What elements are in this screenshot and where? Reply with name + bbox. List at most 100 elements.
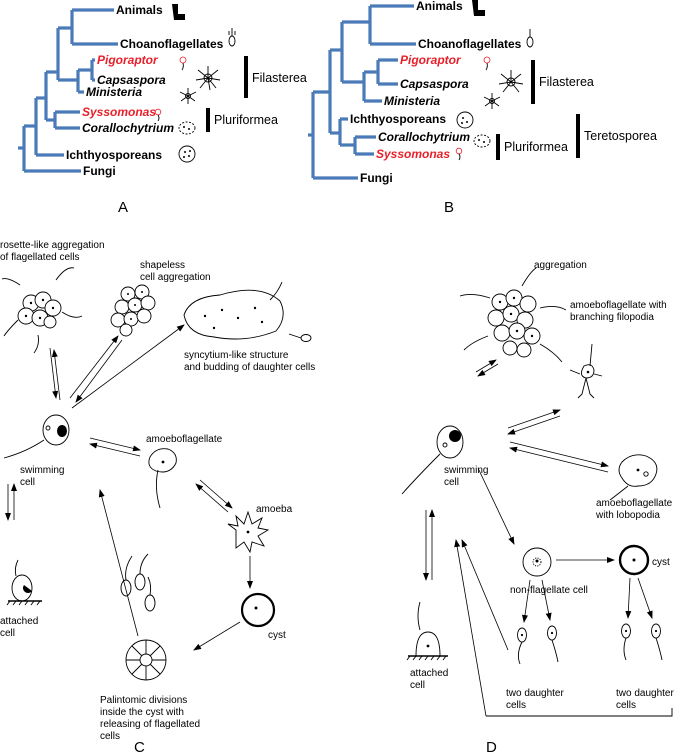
syncytium-label: and budding of daughter cells (184, 362, 315, 373)
attached-d-label: attached (410, 668, 448, 679)
rosette-aggregation-icon (1, 267, 83, 354)
cycle-c-arrows (5, 324, 253, 651)
attached-cell-d-icon (406, 601, 448, 661)
ministeria-icon (483, 93, 501, 109)
pluriformea-bracket (496, 134, 500, 160)
tree-b-branches (308, 4, 416, 180)
swimming-cell-icon (3, 414, 70, 459)
palintomic-cyst-icon (125, 639, 167, 681)
taxon-label: Syssomonas (82, 105, 156, 119)
taxon-label: Pigoraptor (400, 53, 462, 67)
group-label: Pluriformea (214, 113, 278, 127)
tree-b-icons (455, 0, 534, 161)
tree-a: Animals Choanoflagellates Pigoraptor Cap… (18, 3, 307, 216)
swimming-cell-d-icon (401, 425, 464, 495)
taxon-label: Syssomonas (376, 147, 450, 161)
tree-b: Animals Choanoflagellates Pigoraptor Cap… (308, 0, 657, 216)
taxon-label: Capsaspora (97, 73, 166, 87)
attached-d-label: cell (410, 680, 425, 691)
aggregation-label: aggregation (534, 260, 587, 271)
shapeless-label: shapeless (140, 260, 185, 271)
panel-label-a: A (118, 199, 128, 216)
branching-label: amoeboflagellate with (570, 300, 667, 311)
palintomic-label: cells (100, 731, 120, 742)
cycle-d-arrows (423, 359, 673, 717)
pigoraptor-icon (179, 56, 187, 71)
choanoflagellate-icon (228, 28, 236, 47)
group-label: Pluriformea (504, 140, 568, 154)
pluriformea-bracket (206, 108, 210, 132)
rosette-label: of flagellated cells (0, 252, 80, 263)
cyst-d-label: cyst (652, 557, 670, 568)
taxon-label: Capsaspora (400, 77, 469, 91)
teretosporea-bracket (576, 114, 580, 158)
capsaspora-icon (498, 70, 524, 93)
amoeba-label: amoeba (256, 504, 293, 515)
lobopodia-icon (609, 454, 658, 501)
life-cycle-c: rosette-like aggregation of flagellated … (0, 240, 315, 755)
taxon-label: Choanoflagellates (120, 37, 224, 51)
animal-icon (472, 0, 485, 16)
shapeless-aggregation-icon (110, 284, 156, 337)
aggregation-d-icon (459, 267, 567, 363)
syssomonas-icon (455, 147, 463, 161)
choanoflagellate-icon (526, 29, 534, 48)
panel-label-c: C (134, 739, 145, 755)
syncytium-icon (183, 281, 312, 342)
group-label: Filasterea (539, 75, 594, 89)
daughter-cells-2-icon (621, 623, 663, 661)
ministeria-icon (179, 88, 197, 104)
filasterea-bracket (531, 60, 535, 104)
shapeless-label: cell aggregation (140, 272, 211, 283)
rosette-label: rosette-like aggregation (0, 240, 105, 251)
taxon-label: Ministeria (384, 94, 440, 108)
palintomic-label: releasing of flagellated (100, 719, 200, 730)
tree-a-branches (18, 8, 118, 173)
amoeboflagellate-icon (148, 448, 177, 509)
taxon-label: Ichthyosporeans (350, 112, 446, 126)
attached-cell-c-icon (6, 559, 42, 606)
swimming-label: swimming (20, 465, 64, 476)
taxon-label: Animals (116, 3, 163, 17)
swimming-d-label: cell (444, 477, 459, 488)
palintomic-label: Palintomic divisions (100, 695, 187, 706)
taxon-label: Animals (416, 0, 463, 13)
amoeboflagellate-label: amoeboflagellate (146, 434, 223, 445)
daughter-cells-1-icon (517, 625, 559, 665)
filasterea-bracket (244, 56, 248, 98)
palintomic-label: inside the cyst with (100, 707, 184, 718)
ichthyosporean-icon (456, 111, 474, 129)
ichthyosporean-icon (178, 145, 196, 163)
tree-a-labels: Animals Choanoflagellates Pigoraptor Cap… (66, 3, 307, 178)
taxon-label: Choanoflagellates (418, 37, 522, 51)
attached-label: cell (0, 628, 15, 639)
taxon-label: Ministeria (86, 85, 142, 99)
daughters1-label: two daughter (506, 688, 564, 699)
group-label: Teretosporea (584, 129, 657, 143)
attached-label: attached (0, 616, 38, 627)
life-cycle-d: aggregation amoeboflagellate with branch… (401, 260, 674, 755)
branching-label: branching filopodia (570, 312, 654, 323)
cyst-label: cyst (268, 630, 286, 641)
cyst-d-icon (618, 544, 650, 576)
panel-label-d: D (486, 739, 497, 755)
swimming-label: cell (20, 477, 35, 488)
branching-filopodia-icon (569, 343, 603, 399)
capsaspora-icon (195, 66, 221, 91)
panel-label-b: B (444, 199, 454, 216)
nonflagellate-label: non-flagellate cell (510, 585, 588, 596)
taxon-label: Fungi (83, 164, 116, 178)
taxon-label: Corallochytrium (82, 121, 174, 135)
taxon-label: Corallochytrium (378, 130, 470, 144)
syssomonas-icon (154, 108, 162, 122)
pigoraptor-icon (483, 56, 491, 71)
flagellated-cells-icon (120, 553, 156, 612)
taxon-label: Fungi (360, 171, 393, 185)
tree-b-labels: Animals Choanoflagellates Pigoraptor Cap… (350, 0, 657, 185)
daughters2-label: two daughter (616, 688, 674, 699)
daughters2-label: cells (616, 700, 636, 711)
amoeba-icon (227, 510, 270, 554)
corallochytrium-icon (473, 134, 491, 148)
group-label: Filasterea (252, 71, 307, 85)
